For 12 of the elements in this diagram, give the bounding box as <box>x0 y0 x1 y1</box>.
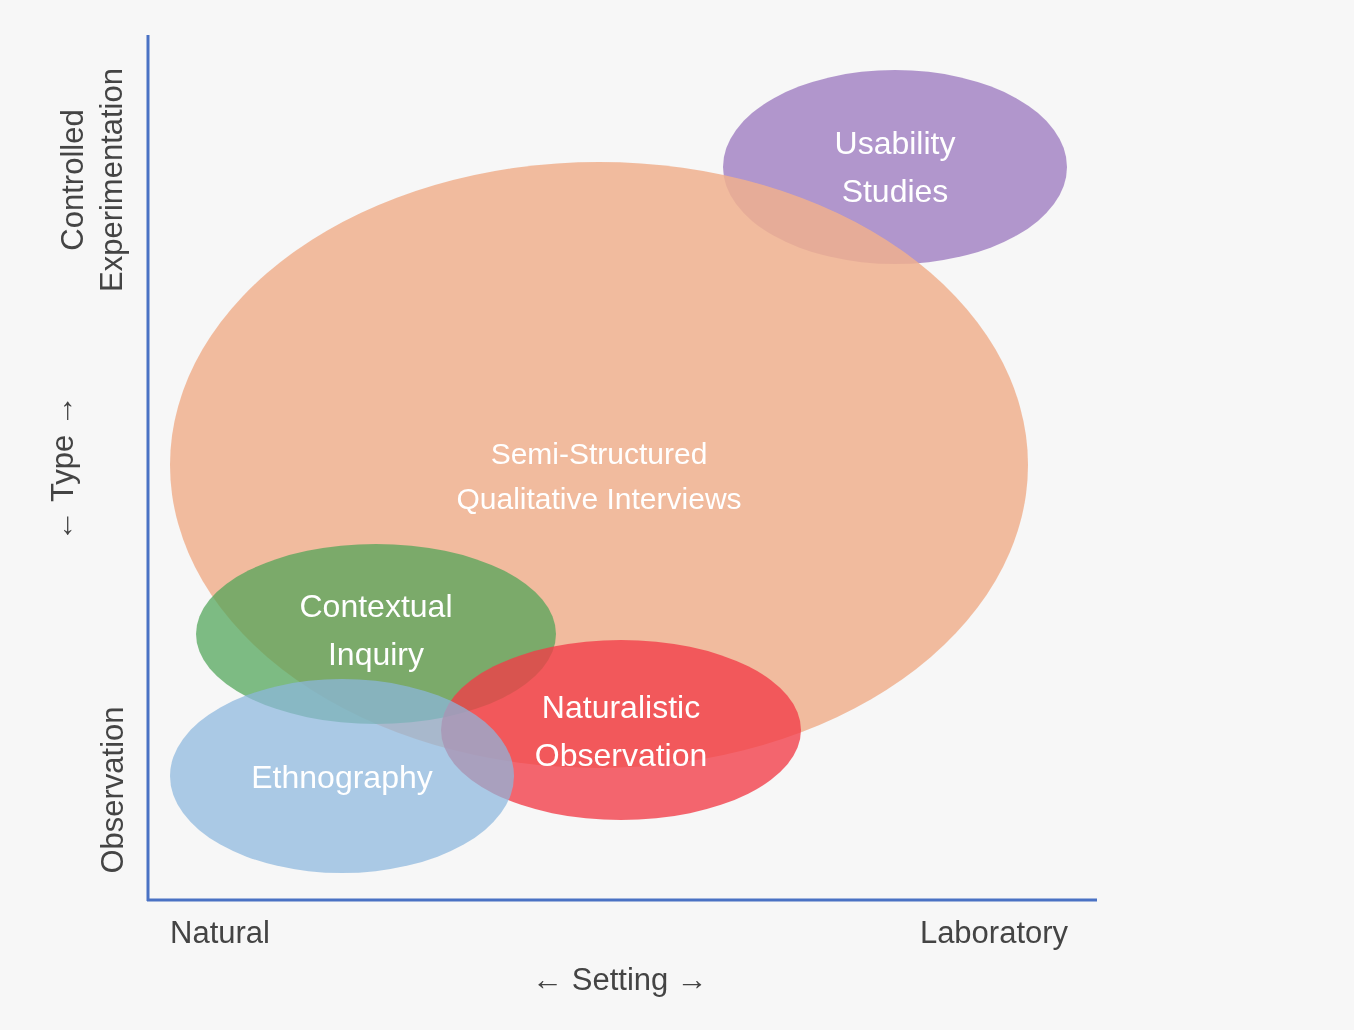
axis-label: ← Type → <box>43 394 81 543</box>
axis-label: Observation <box>93 705 131 876</box>
ellipse-region <box>170 679 514 873</box>
axis-label: Natural <box>169 913 271 952</box>
axis-label: Controlled Experimentation <box>54 67 130 294</box>
axis-label: Laboratory <box>918 913 1070 952</box>
region-label: Usability Studies <box>833 124 957 211</box>
region-label: Semi-Structured Qualitative Interviews <box>455 436 743 517</box>
region-label: Naturalistic Observation <box>533 688 709 775</box>
region-label: Ethnography <box>250 758 434 797</box>
axis-label: ← Setting → <box>531 960 709 999</box>
region-label: Contextual Inquiry <box>298 587 454 674</box>
